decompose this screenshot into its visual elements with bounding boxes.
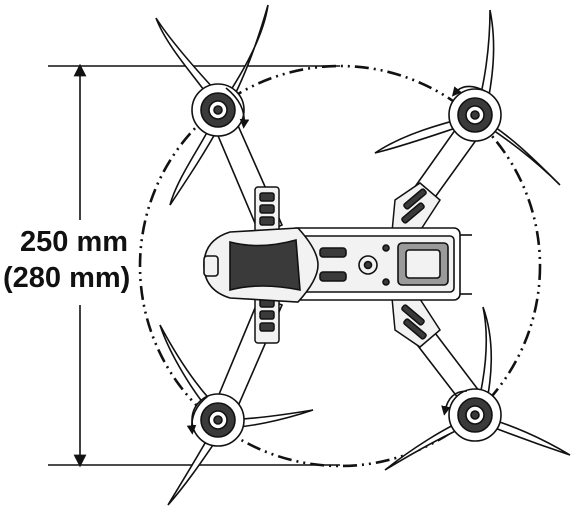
rotation-arrow-rear-left [186,395,209,435]
diagonal-size-circle [138,64,542,468]
arm-mounts [254,182,441,348]
camera-lens [203,255,219,277]
rotation-arrow-rear-right [441,390,468,416]
rotation-arrow-front-right [451,85,486,97]
propeller-rear-right [384,306,571,471]
dimension-label-alt: (280 mm) [3,262,131,294]
rotation-arrow-front-left [225,87,250,129]
fuselage [203,227,472,303]
dimension-label: 250 mm [20,226,129,258]
propeller-front-right [374,9,561,186]
propeller-rear-left [159,324,314,506]
propeller-front-left [155,4,269,206]
